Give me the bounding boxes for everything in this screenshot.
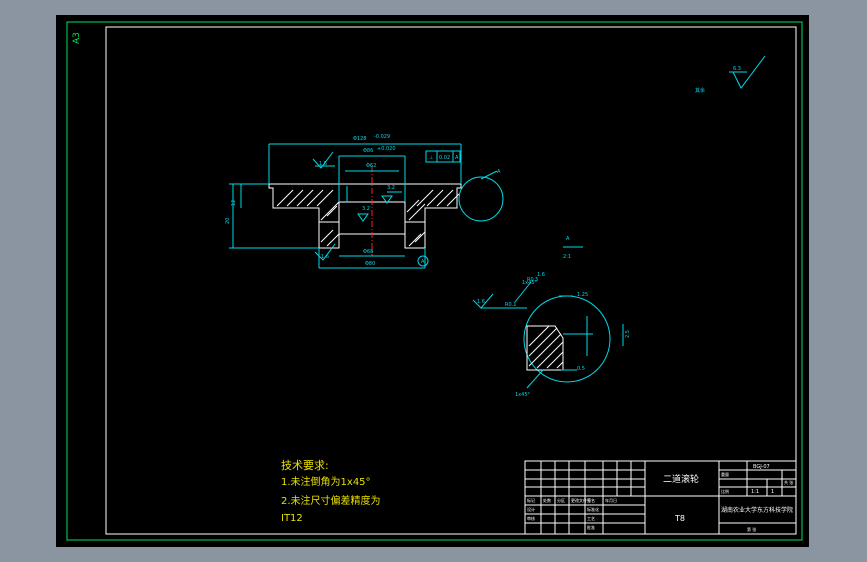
dim-total-h: 20 [225,218,231,224]
row-label-count: 处数 [543,497,551,503]
row-label-zone: 分区 [557,497,565,503]
row-label-date: 年月日 [605,497,617,503]
drawing-no: BGJ-07 [753,464,770,470]
scale-value: 1:1 [751,489,759,495]
roughness-symbol: 其余 6.3 [695,55,766,94]
dim-bore: Φ62 [366,163,376,169]
detail-view-a: A 2:1 R0.5 1.6 R0.1 1x45° 1.25 2.5 0.5 1… [472,236,631,398]
roughness-label: 其余 [695,87,705,94]
tol-value: 0.02 [439,155,450,161]
dim-overall-width: Φ128 [353,136,366,142]
row-label-mark: 标记 [527,497,535,503]
dim-hub-od: Φ86 [363,148,373,154]
qty-value: 1 [771,489,774,495]
dim-depth-a: 3.2 [387,185,395,191]
row-label-sign: 签名 [587,497,595,503]
detail-angle: 1x45° [515,392,531,398]
detail-letter: A [566,236,570,242]
detail-dim-5: 0.5 [577,366,585,372]
main-section-view: Φ128 -0.029 Φ86 +0.020 Φ62 ⊥ 0.02 A 3.2 … [225,134,504,269]
role-process: 工艺 [587,516,595,521]
dim-depth-b: 3.2 [362,206,370,212]
tech-req-item-3: IT12 [281,513,303,524]
tech-req-item-2: 2.未注尺寸偏差精度为 [281,494,381,507]
dim-overall-tol: -0.029 [374,134,390,140]
detail-dim-7: R0.1 [505,302,516,308]
scale-label: 比例 [721,488,729,494]
detail-dim-3: 1.25 [577,292,588,298]
title-block: 标记 处数 分区 更改文件号 签名 年月日 设计 标准化 审核 工艺 批准 二道… [524,460,797,535]
tech-req-heading: 技术要求: [281,459,329,472]
tol-symbol: ⊥ [429,155,433,161]
roughness-value: 6.3 [733,66,741,72]
detail-dim-1: R0.5 [527,277,538,283]
dim-inner-bottom: Φ68 [363,249,373,255]
inner-frame [105,26,797,535]
drawing-sheet: A3 其余 6.3 Φ128 -0. [56,15,809,547]
rough-left-1: 1.6 [319,161,327,167]
weight-label: 重量 [721,471,729,477]
school-name: 湖南农业大学东方科技学院 [721,506,793,514]
detail-dim-4: 2.5 [625,330,631,338]
role-design: 设计 [527,506,535,512]
material: T8 [674,514,685,523]
sheet-count: 共 张 [784,479,793,485]
dim-hub-tol: +0.020 [377,146,396,152]
sheet-size-label: A3 [72,32,82,44]
detail-dim-2: 1.6 [477,299,485,305]
detail-angle-top: 1x45° [522,280,538,286]
sheet-page: 第 张 [747,526,756,532]
role-standard: 标准化 [587,506,599,512]
detail-scale: 2:1 [563,254,571,260]
role-review: 审核 [527,515,535,521]
role-approve: 批准 [587,524,595,530]
detail-marker: A [497,169,501,175]
part-name: 二道滚轮 [663,473,699,485]
dim-flange-h: 12 [231,200,237,206]
technical-requirements: 技术要求: 1.未注倒角为1x45° 2.未注尺寸偏差精度为 IT12 [281,459,381,524]
outer-border [66,21,803,541]
tol-ref: A [455,155,459,161]
rough-left-2: 1.6 [321,254,329,260]
tech-req-item-1: 1.未注倒角为1x45° [281,475,371,488]
row-label-doc: 更改文件号 [571,497,591,503]
detail-dim-8: 1.6 [537,272,545,278]
cad-drawing: A3 其余 6.3 Φ128 -0. [66,21,803,541]
datum-label: A [421,259,425,265]
dim-bottom-width: Φ80 [365,261,375,267]
